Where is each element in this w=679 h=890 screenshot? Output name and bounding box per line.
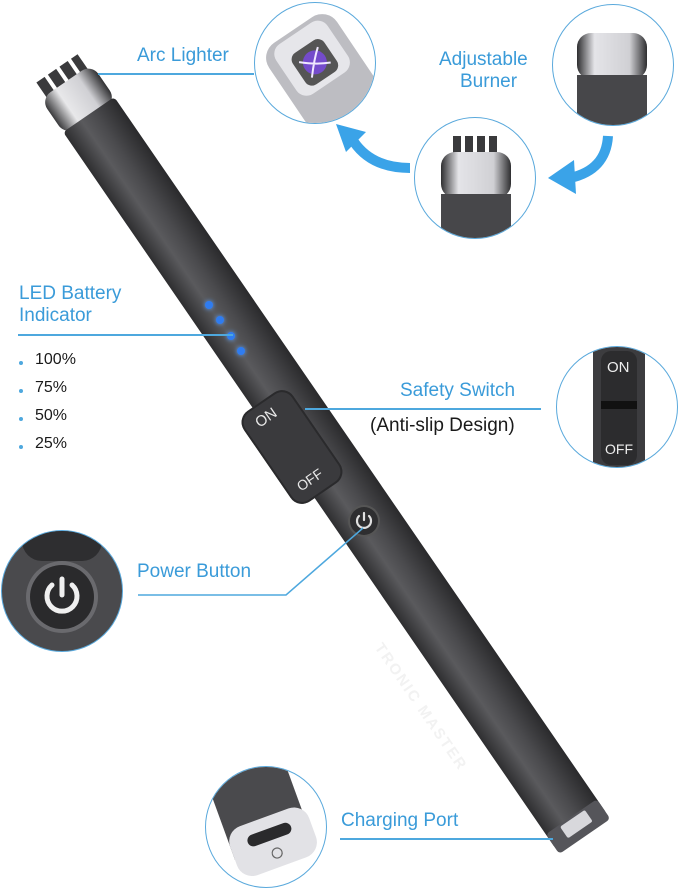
power-button-label: Power Button: [137, 561, 252, 582]
bullet-icon: [19, 389, 23, 393]
charging-port-leader-line: [340, 838, 553, 840]
bullet-icon: [19, 361, 23, 365]
safety-switch-leader-line: [305, 408, 541, 410]
arc-electrode-image: [266, 14, 375, 123]
bullet-icon: [19, 417, 23, 421]
bullet-icon: [19, 445, 23, 449]
led-battery-label-line2: Indicator: [19, 305, 92, 326]
power-icon: [355, 511, 373, 529]
safety-switch-subtitle: (Anti-slip Design): [370, 415, 515, 436]
curved-arrow-left-icon: [336, 124, 411, 173]
led-battery-lights: [200, 298, 250, 360]
burner-open-image: [441, 136, 511, 238]
adjustable-burner-label-line2: Burner: [460, 71, 518, 92]
power-button-zoom-circle: [1, 530, 123, 652]
burner-closed-zoom-circle: [552, 4, 674, 126]
usb-c-port-image: [206, 767, 317, 877]
burner-closed-image: [577, 33, 647, 125]
power-button-leader-line: [138, 527, 364, 596]
burner-open-zoom-circle: [414, 117, 536, 239]
arc-lighter-leader-line: [98, 73, 254, 75]
battery-level-50: 50%: [35, 407, 68, 424]
led-50-icon: [227, 332, 235, 340]
led-100-icon: [205, 301, 213, 309]
zoom-switch-on-label: ON: [607, 359, 630, 376]
safety-switch-label: Safety Switch: [400, 380, 516, 401]
led-25-icon: [237, 347, 245, 355]
charging-port-zoom-circle: [205, 766, 327, 888]
led-battery-leader-line: [18, 334, 233, 336]
zoom-switch-off-label: OFF: [605, 441, 633, 457]
curved-arrow-right-icon: [548, 135, 613, 194]
led-75-icon: [216, 316, 224, 324]
battery-level-100: 100%: [35, 351, 76, 368]
charging-port-label: Charging Port: [341, 810, 459, 831]
adjustable-burner-label-line1: Adjustable: [439, 49, 528, 70]
safety-switch-zoom-circle: ON OFF: [556, 346, 678, 468]
arc-lighter-zoom-circle: [254, 2, 376, 124]
battery-level-75: 75%: [35, 379, 68, 396]
power-icon: [44, 576, 80, 614]
led-battery-label-line1: LED Battery: [19, 283, 122, 304]
arc-lighter-label: Arc Lighter: [137, 45, 229, 66]
power-button[interactable]: [350, 507, 378, 535]
battery-level-25: 25%: [35, 435, 68, 452]
